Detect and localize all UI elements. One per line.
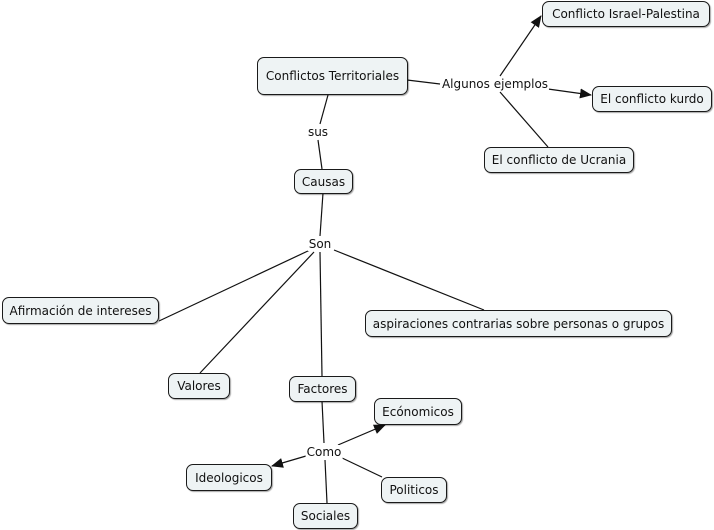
concept-afirmacion-intereses[interactable]: Afirmación de intereses [2, 297, 159, 324]
concept-economicos[interactable]: Ecónomicos [374, 398, 462, 425]
concept-israel-palestina[interactable]: Conflicto Israel-Palestina [542, 1, 710, 27]
link-son-afirmacion [158, 249, 311, 322]
link-conflictos-algunos [406, 79, 441, 85]
link-son-valores [199, 251, 315, 374]
concept-factores[interactable]: Factores [289, 376, 356, 402]
concept-politicos[interactable]: Politicos [381, 477, 447, 503]
link-como-ideologicos [271, 455, 307, 468]
linking-phrase-son[interactable]: Son [307, 237, 333, 251]
concept-conflicto-ucrania[interactable]: El conflicto de Ucrania [484, 147, 634, 173]
concept-causas[interactable]: Causas [294, 169, 353, 194]
concept-valores[interactable]: Valores [168, 373, 230, 399]
link-sus-causas [317, 139, 323, 170]
link-como-politicos [339, 456, 383, 478]
concept-aspiraciones[interactable]: aspiraciones contrarias sobre personas o… [365, 310, 672, 337]
link-como-sociales [324, 459, 328, 504]
concept-sociales[interactable]: Sociales [293, 503, 358, 529]
link-son-factores [319, 251, 323, 377]
link-son-aspiraciones [333, 249, 485, 311]
link-como-economicos [337, 424, 386, 446]
link-conflictos-sus [319, 94, 329, 125]
link-factores-como [321, 400, 325, 444]
link-algunos-israel [499, 15, 542, 77]
concept-ideologicos[interactable]: Ideologicos [186, 464, 272, 491]
link-algunos-ucrania [499, 91, 549, 148]
link-causas-son [319, 192, 324, 237]
linking-phrase-algunos-ejemplos[interactable]: Algunos ejemplos [440, 77, 550, 91]
concept-conflicto-kurdo[interactable]: El conflicto kurdo [592, 86, 712, 112]
concept-conflictos-territoriales[interactable]: Conflictos Territoriales [257, 57, 408, 95]
link-algunos-kurdo [547, 88, 592, 99]
linking-phrase-sus[interactable]: sus [306, 125, 330, 139]
linking-phrase-como[interactable]: Como [305, 445, 343, 459]
